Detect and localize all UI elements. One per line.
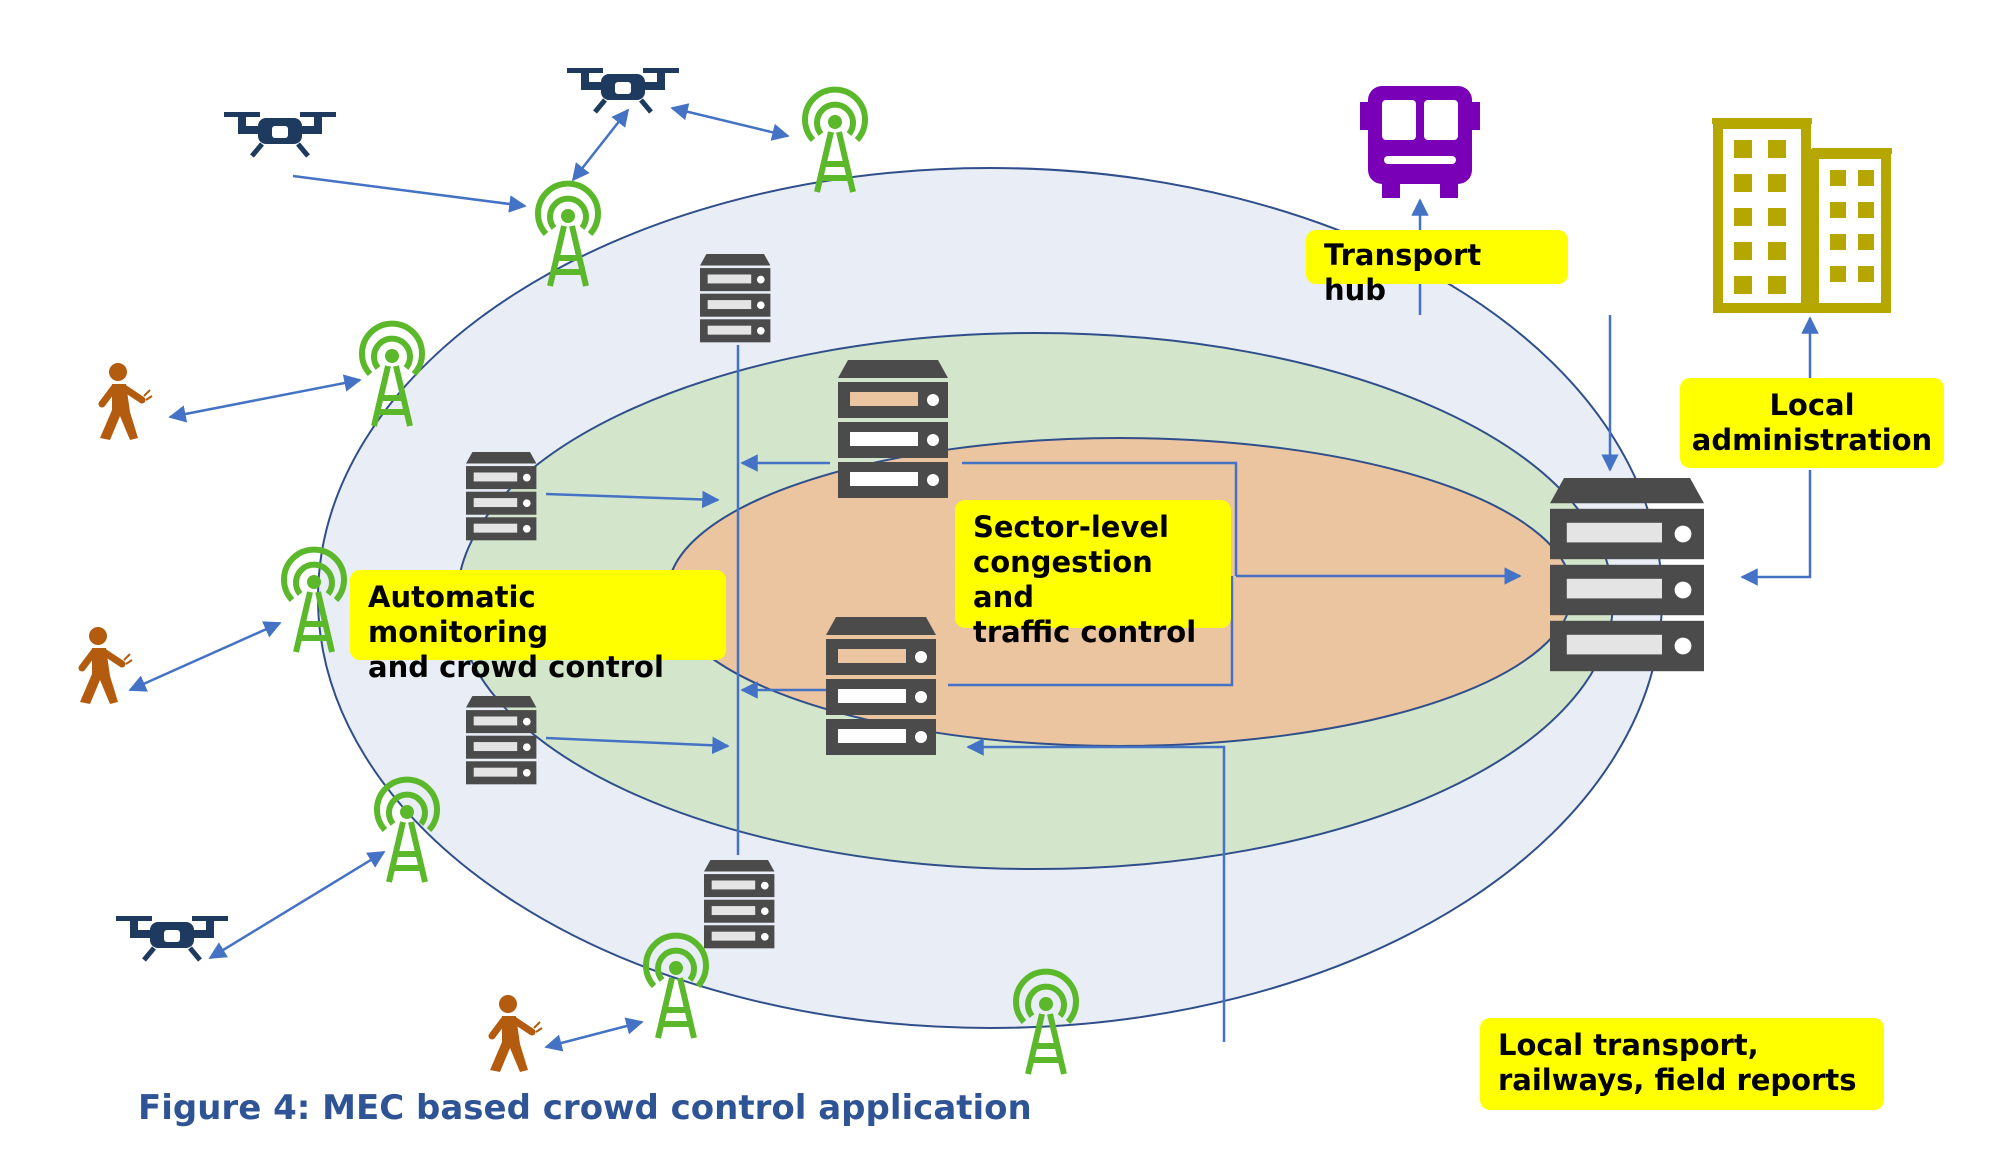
label-automatic-monitoring: Automatic monitoring and crowd control xyxy=(350,570,726,684)
connection-lines xyxy=(128,103,1819,1052)
figure-caption: Figure 4: MEC based crowd control applic… xyxy=(138,1088,1032,1128)
label-local-administration: Local administration xyxy=(1680,378,1944,468)
bus-icon xyxy=(1360,86,1480,198)
person-icon xyxy=(100,363,152,440)
label-sector-control: Sector-level congestion and traffic cont… xyxy=(955,500,1231,649)
label-transport-hub: Transport hub xyxy=(1306,230,1568,307)
drone-icon xyxy=(224,112,336,156)
person-icon xyxy=(80,627,132,704)
drone-icon xyxy=(567,68,679,112)
drone-icon xyxy=(116,916,228,960)
building-icon xyxy=(1712,118,1892,313)
label-local-transport: Local transport, railways, field reports xyxy=(1480,1018,1884,1110)
person-icon xyxy=(490,995,542,1072)
